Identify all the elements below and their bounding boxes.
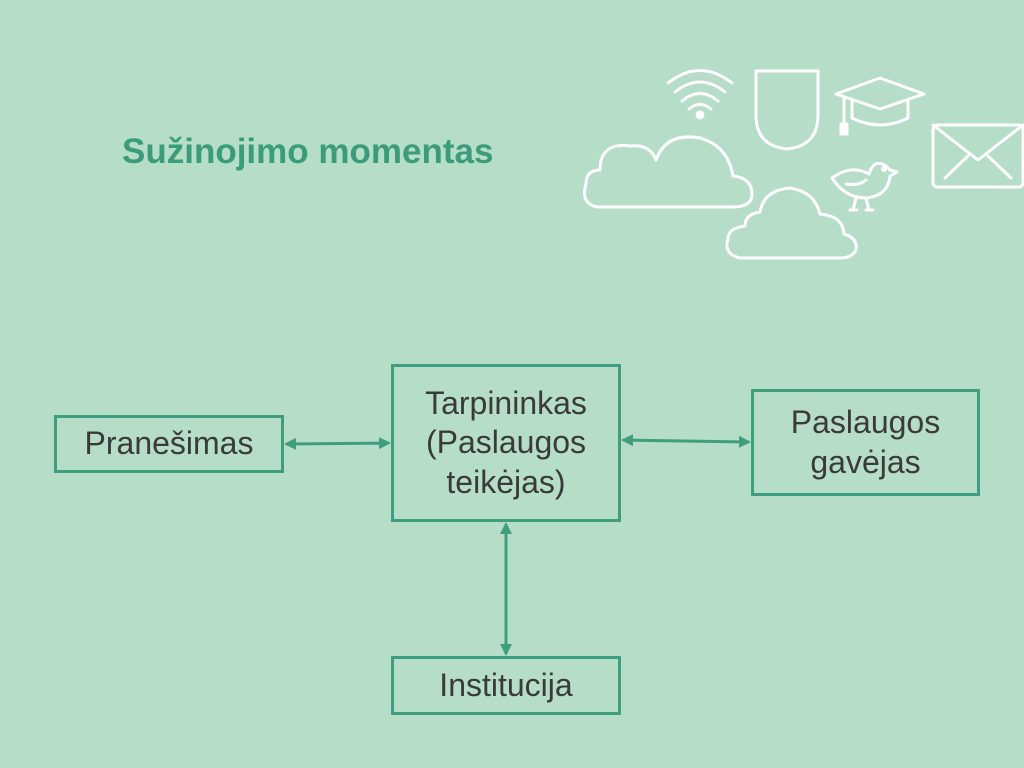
bird-icon: [830, 161, 899, 212]
envelope-icon: [931, 123, 1024, 189]
node-tarpininkas: Tarpininkas (Paslaugos teikėjas): [391, 364, 621, 522]
slide-title: Sužinojimo momentas: [122, 132, 494, 171]
graduation-cap-icon: [834, 76, 926, 136]
shield-icon: [754, 69, 820, 151]
cloud-icon: [725, 186, 858, 260]
node-institucija: Institucija: [391, 656, 621, 715]
node-paslaugos-gavejas: Paslaugos gavėjas: [751, 389, 980, 496]
node-pranesimas: Pranešimas: [54, 415, 284, 473]
wifi-icon: [666, 69, 734, 120]
cloud-icon: [582, 135, 754, 209]
